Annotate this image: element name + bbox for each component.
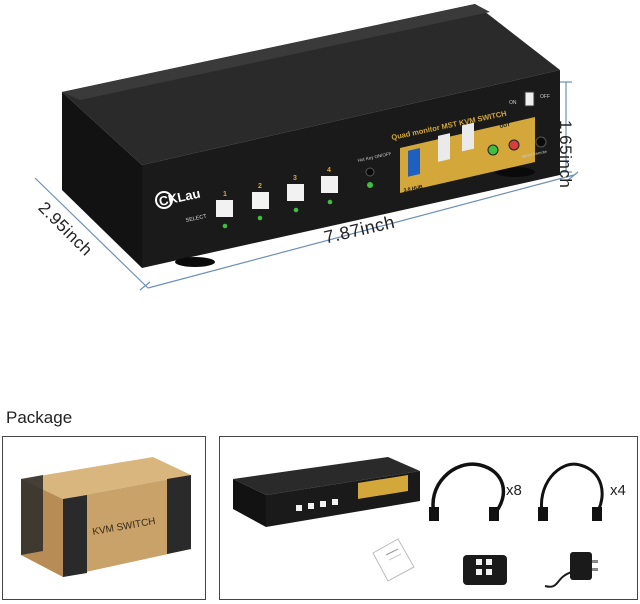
select-button-1: [216, 200, 233, 217]
power-adapter-item: [544, 552, 598, 588]
port-number-3: 3: [293, 175, 297, 182]
hotkey-led: [367, 182, 373, 188]
device-front: [142, 70, 560, 268]
audio-jack-red: [508, 139, 520, 151]
led-indicator: [293, 207, 299, 213]
power-switch: [524, 91, 535, 107]
out-label: OUT: [499, 122, 511, 130]
select-button-2: [252, 192, 269, 209]
wired-remote-label: Wired Remote: [521, 149, 548, 159]
wired-remote-jack: [535, 136, 547, 148]
select-label: SELECT: [185, 214, 208, 224]
device-foot: [495, 167, 535, 177]
height-dimension-label: 1.65inch: [556, 120, 575, 189]
port-number-2: 2: [258, 183, 262, 190]
cardboard-box-image: KVM SWITCH: [21, 457, 191, 577]
kvm-device-illustration: CKLau Quad monitor MST KVM SWITCH SELECT…: [34, 4, 579, 291]
usb3-label: 3.0 HUB: [403, 184, 423, 194]
port-number-4: 4: [327, 167, 331, 174]
displayport-cable-item: [429, 462, 506, 521]
package-box-panel: KVM SWITCH: [2, 436, 206, 600]
device-left-side: [62, 92, 142, 268]
off-label: OFF: [540, 94, 550, 100]
package-title: Package: [6, 408, 73, 427]
select-button-4: [321, 176, 338, 193]
kvm-switch-item: [233, 457, 420, 527]
dimension-lines: [34, 81, 579, 291]
on-label: ON: [509, 100, 517, 106]
package-contents-panel: x8 x4: [219, 436, 638, 600]
device-top-highlight: [62, 4, 490, 100]
led-indicator: [222, 223, 228, 229]
select-button-3: [287, 184, 304, 201]
usb3-port: [408, 148, 420, 177]
audio-jack-green: [487, 144, 499, 156]
device-foot: [175, 257, 215, 267]
usb-port: [438, 133, 450, 162]
usb-audio-panel: [400, 117, 535, 193]
usb-cable-item: [538, 462, 604, 521]
led-indicator: [327, 199, 333, 205]
brand-logo-icon: [155, 191, 173, 209]
user-manual-item: [372, 538, 415, 582]
device-top: [62, 4, 560, 165]
hotkey-button: [365, 167, 375, 177]
usb-cable-quantity: x4: [610, 482, 626, 499]
usb-port: [462, 122, 474, 152]
wired-remote-item: [463, 555, 507, 585]
led-indicator: [257, 215, 263, 221]
dp-cable-quantity: x8: [506, 482, 522, 499]
port-number-1: 1: [223, 191, 227, 198]
